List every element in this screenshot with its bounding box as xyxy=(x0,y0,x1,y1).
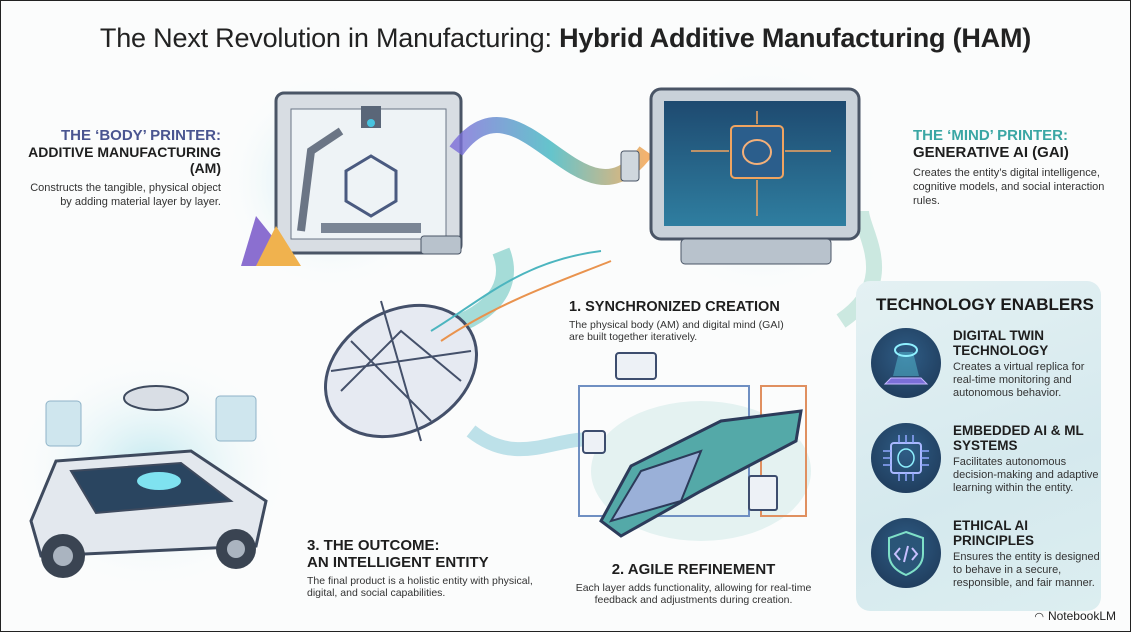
mind-printer-desc: Creates the entity’s digital intelligenc… xyxy=(913,167,1105,207)
flow-ribbon-2 xyxy=(466,425,603,457)
enabler-title: EMBEDDED AI & ML SYSTEMS xyxy=(953,423,1084,453)
watermark-text: NotebookLM xyxy=(1047,609,1116,623)
mind-printer-section: THE ‘MIND’ PRINTER: GENERATIVE AI (GAI) … xyxy=(913,127,1113,208)
lattice-body-icon xyxy=(324,250,612,442)
body-printer-section: THE ‘BODY’ PRINTER: ADDITIVE MANUFACTURI… xyxy=(21,127,221,209)
title-prefix: The Next Revolution in Manufacturing: xyxy=(99,23,560,53)
enabler-title: ETHICAL AI PRINCIPLES xyxy=(953,518,1035,548)
body-printer-desc: Constructs the tangible, physical object… xyxy=(30,182,221,208)
enablers-title: TECHNOLOGY ENABLERS xyxy=(876,295,1094,314)
body-printer-accent: THE ‘BODY’ PRINTER: xyxy=(60,127,221,144)
chip-brain-icon xyxy=(871,423,941,493)
page-title: The Next Revolution in Manufacturing: Hy… xyxy=(1,23,1130,54)
step-3-desc: The final product is a holistic entity w… xyxy=(307,575,533,599)
step-3-heading-2: AN INTELLIGENT ENTITY xyxy=(307,554,489,571)
body-printer-heading: ADDITIVE MANUFACTURING (AM) xyxy=(28,144,221,176)
mind-printer-heading: GENERATIVE AI (GAI) xyxy=(913,144,1069,161)
3d-printer-icon xyxy=(241,91,463,266)
title-bold: Hybrid Additive Manufacturing (HAM) xyxy=(559,23,1032,53)
enabler-desc: Facilitates autonomous decision-making a… xyxy=(953,456,1099,494)
step-agile-refinement: 2. AGILE REFINEMENT Each layer adds func… xyxy=(571,561,816,606)
agile-part-icon xyxy=(578,352,811,541)
mind-printer-accent: THE ‘MIND’ PRINTER: xyxy=(913,127,1069,144)
step-1-heading: 1. SYNCHRONIZED CREATION xyxy=(569,299,780,315)
step-outcome: 3. THE OUTCOME: AN INTELLIGENT ENTITY Th… xyxy=(307,537,557,599)
shield-code-icon xyxy=(871,518,941,588)
intelligent-vehicle-icon xyxy=(11,351,291,591)
enabler-desc: Ensures the entity is designed to behave… xyxy=(953,551,1100,589)
connection-ribbon xyxy=(449,117,653,185)
notebooklm-logo-icon: ◠ xyxy=(1034,610,1044,623)
step-2-desc: Each layer adds functionality, allowing … xyxy=(575,582,812,606)
step-2-heading: 2. AGILE REFINEMENT xyxy=(611,561,776,578)
ai-monitor-icon xyxy=(620,87,861,265)
hologram-icon xyxy=(871,328,941,398)
technology-enablers-panel: TECHNOLOGY ENABLERS DIGITAL TWIN TECHNOL… xyxy=(856,281,1101,611)
enabler-desc: Creates a virtual replica for real-time … xyxy=(953,361,1085,399)
step-3-heading-1: 3. THE OUTCOME: xyxy=(307,537,440,554)
step-synchronized-creation: 1. SYNCHRONIZED CREATION The physical bo… xyxy=(569,299,799,343)
step-1-desc: The physical body (AM) and digital mind … xyxy=(569,319,784,343)
notebooklm-watermark: ◠ NotebookLM xyxy=(1034,609,1116,623)
enabler-title: DIGITAL TWIN TECHNOLOGY xyxy=(953,328,1049,358)
